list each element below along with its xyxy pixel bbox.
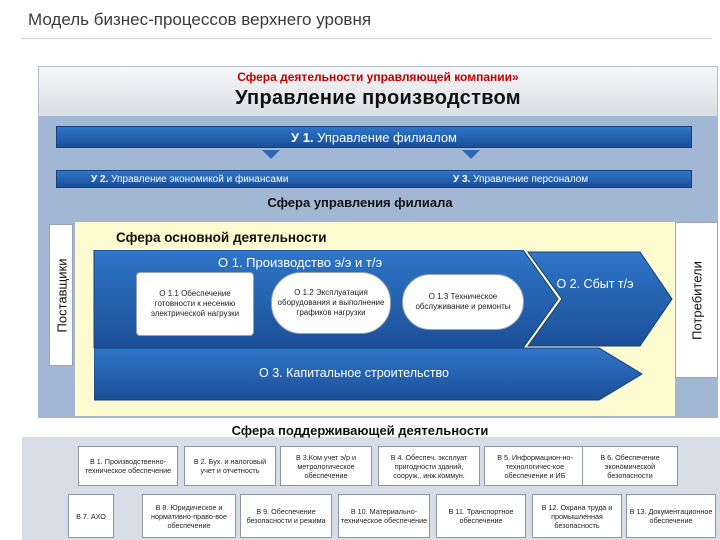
support-box: В 4. Обеспеч. эксплуат пригодности здани… — [378, 446, 480, 486]
o12-operation-card: О 1.2 Эксплуатация оборудования и выполн… — [271, 272, 391, 334]
u2-u3-bar: У 2. Управление экономикой и финансами У… — [56, 170, 692, 188]
consumers-label: Потребители — [689, 261, 705, 340]
u2-item: У 2. Управление экономикой и финансами — [91, 171, 288, 188]
support-box: В 7. АХО — [68, 494, 114, 538]
o2-sales-label: О 2. Сбыт т/э — [556, 277, 634, 291]
u1-label: Управление филиалом — [317, 130, 457, 145]
u2-code: У 2. — [91, 174, 109, 185]
u3-item: У 3. Управление персоналом — [453, 171, 588, 188]
core-activity-label: Сфера основной деятельности — [116, 230, 327, 245]
chevron-down-icon — [262, 150, 280, 159]
chevron-down-icon — [462, 150, 480, 159]
o1-production-title: О 1. Производство э/э и т/э — [218, 255, 383, 270]
u1-branch-management-bar: У 1. Управление филиалом — [56, 126, 692, 148]
page-title: Модель бизнес-процессов верхнего уровня — [28, 10, 372, 29]
consumers-box: Потребители — [675, 222, 718, 378]
u3-label: Управление персоналом — [473, 174, 589, 185]
o13-maintenance-card: О 1.3 Техническое обслуживание и ремонты — [402, 274, 524, 330]
u1-code: У 1. — [291, 130, 314, 145]
o3-construction-label: О 3. Капитальное строительство — [259, 366, 449, 380]
u2-label: Управление экономикой и финансами — [111, 174, 289, 185]
suppliers-box: Поставщики — [49, 224, 73, 366]
support-box: В 3.Ком учет э/р и метрологическое обесп… — [280, 446, 372, 486]
support-sphere-label: Сфера поддерживающей деятельности — [231, 423, 489, 438]
support-box: В 13. Документационное обеспечение — [626, 494, 716, 538]
branch-management-sphere-label: Сфера управления филиала — [267, 195, 453, 210]
support-box: В 12. Охрана труда и промышленная безопа… — [532, 494, 622, 538]
support-box: В 6. Обеспечение экономической безопасно… — [582, 446, 678, 486]
production-management-heading: Управление производством — [235, 87, 521, 109]
o3-construction-arrow — [94, 347, 643, 401]
support-box: В 2. Бух. и налоговый учет и отчетность — [184, 446, 276, 486]
support-box: В 8. Юридическое и нормативно-право-вое … — [142, 494, 236, 538]
support-box: В 5. Информацион-но-технологичес-кое обе… — [484, 446, 586, 486]
company-sphere-banner: Сфера деятельности управляющей компании»… — [38, 66, 718, 116]
support-box: В 9. Обеспечение безопасности и режима — [240, 494, 332, 538]
support-box: В 11. Транспортное обеспечение — [436, 494, 526, 538]
suppliers-label: Поставщики — [54, 258, 70, 333]
title-divider — [22, 38, 712, 39]
company-sphere-label: Сфера деятельности управляющей компании» — [237, 70, 519, 84]
support-box: В 10. Материально-техническое обеспечени… — [338, 494, 430, 538]
u3-code: У 3. — [453, 174, 471, 185]
o11-readiness-card: О 1.1 Обеспечение готовности к несению э… — [136, 272, 254, 336]
support-box: В 1. Производственно-техническое обеспеч… — [78, 446, 178, 486]
